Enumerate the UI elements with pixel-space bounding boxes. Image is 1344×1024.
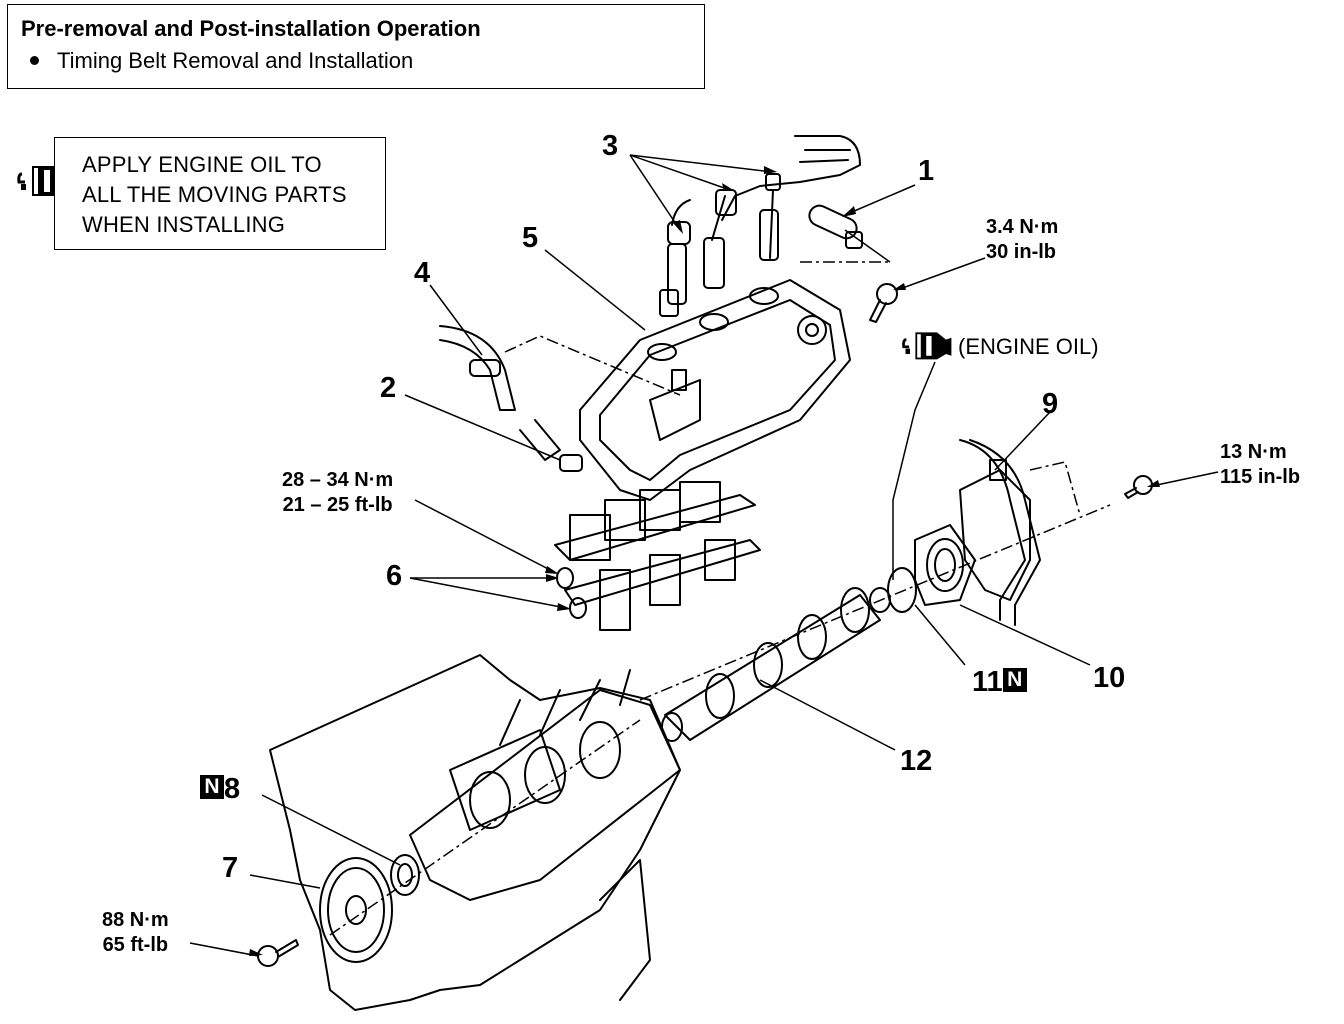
leader-line: [629, 154, 681, 231]
thrust-case: [914, 524, 976, 606]
leader-line: [994, 411, 1051, 471]
arrowhead: [842, 206, 856, 217]
torque-imperial: 115 in-lb: [1220, 466, 1301, 488]
oil-note-line: WHEN INSTALLING: [82, 212, 286, 237]
arrowhead: [249, 949, 263, 956]
operation-item-text: Timing Belt Removal and Installation: [57, 48, 414, 73]
leader-line: [189, 942, 259, 957]
callout-12: 12: [900, 745, 933, 777]
arrowhead: [557, 603, 571, 611]
callout-7: 7: [222, 852, 239, 884]
torque-spec: 3.4 N·m 30 in-lb: [986, 215, 1058, 265]
leader-line: [844, 229, 891, 263]
arrowhead: [764, 166, 777, 174]
oil-note-line: APPLY ENGINE OIL TO: [82, 152, 322, 177]
rocker-cover: [579, 279, 851, 501]
torque-metric: 88 N·m: [102, 909, 169, 931]
torque-imperial: 30 in-lb: [986, 241, 1057, 263]
leader-line: [261, 794, 401, 866]
centerline: [504, 335, 681, 396]
bolt: [257, 939, 299, 967]
callout-8-number: 8: [224, 773, 241, 805]
arrowhead: [893, 283, 906, 290]
callout-5: 5: [522, 222, 539, 254]
centerline: [1029, 461, 1081, 516]
torque-spec: 13 N·m 115 in-lb: [1220, 440, 1300, 490]
breather-hose: [439, 325, 516, 411]
leader-line: [544, 249, 646, 331]
hose-fitting: [519, 419, 583, 472]
leader-line: [1151, 471, 1219, 487]
torque-imperial: 21 – 25 ft-lb: [282, 494, 393, 516]
torque-spec: 28 – 34 N·m 21 – 25 ft-lb: [282, 468, 393, 518]
arrowhead: [1147, 480, 1160, 487]
leader-line: [896, 257, 986, 291]
bullet-icon: [30, 55, 39, 65]
sensor-bracket: [959, 439, 1041, 626]
leader-line: [844, 184, 916, 216]
callout-10: 10: [1093, 662, 1126, 694]
leader-line: [959, 604, 1091, 666]
centerline: [329, 719, 641, 936]
cylinder-head: [269, 654, 681, 1011]
o-ring: [887, 567, 917, 613]
centerline: [639, 504, 1111, 701]
operation-box: Pre-removal and Post-installation Operat…: [7, 4, 705, 89]
rocker-arm-assembly: [554, 481, 761, 631]
callout-1: 1: [918, 155, 935, 187]
callout-4: 4: [414, 257, 431, 289]
callout-6: 6: [386, 560, 403, 592]
arrowhead: [722, 183, 735, 191]
bolt: [869, 283, 898, 323]
oil-note-box: APPLY ENGINE OIL TO ALL THE MOVING PARTS…: [54, 137, 386, 250]
new-part-badge: N: [200, 775, 224, 800]
leader-line: [409, 577, 567, 609]
leader-line: [629, 154, 731, 191]
leader-line: [892, 361, 936, 580]
leader-line: [414, 499, 557, 574]
operation-title: Pre-removal and Post-installation Operat…: [21, 16, 481, 41]
operation-item: Timing Belt Removal and Installation: [30, 48, 413, 74]
torque-imperial: 65 ft-lb: [102, 934, 169, 956]
leader-line: [914, 604, 966, 666]
leader-line: [249, 874, 321, 889]
arrowhead: [546, 574, 559, 582]
pcv-hose: [808, 204, 863, 249]
torque-metric: 28 – 34 N·m: [282, 469, 394, 491]
torque-metric: 3.4 N·m: [986, 216, 1059, 238]
oil-can-icon: [902, 332, 952, 360]
oil-note-line: ALL THE MOVING PARTS: [82, 182, 347, 207]
torque-metric: 13 N·m: [1220, 441, 1287, 463]
oil-seal: [390, 854, 420, 896]
spark-plug-wires: [659, 135, 861, 317]
torque-spec: 88 N·m 65 ft-lb: [102, 908, 169, 958]
callout-11-number: 11: [972, 666, 1003, 698]
leader-line: [404, 394, 561, 461]
callout-2: 2: [380, 372, 397, 404]
leader-line: [759, 679, 896, 751]
leader-line: [629, 154, 773, 173]
callout-9: 9: [1042, 388, 1059, 420]
callout-3: 3: [602, 130, 619, 162]
arrowhead: [673, 220, 683, 234]
leader-line: [429, 284, 483, 356]
camshaft-sprocket: [319, 857, 393, 963]
new-part-badge: N: [1002, 668, 1027, 693]
arrowhead: [545, 566, 559, 574]
engine-oil-label: (ENGINE OIL): [958, 334, 1099, 359]
